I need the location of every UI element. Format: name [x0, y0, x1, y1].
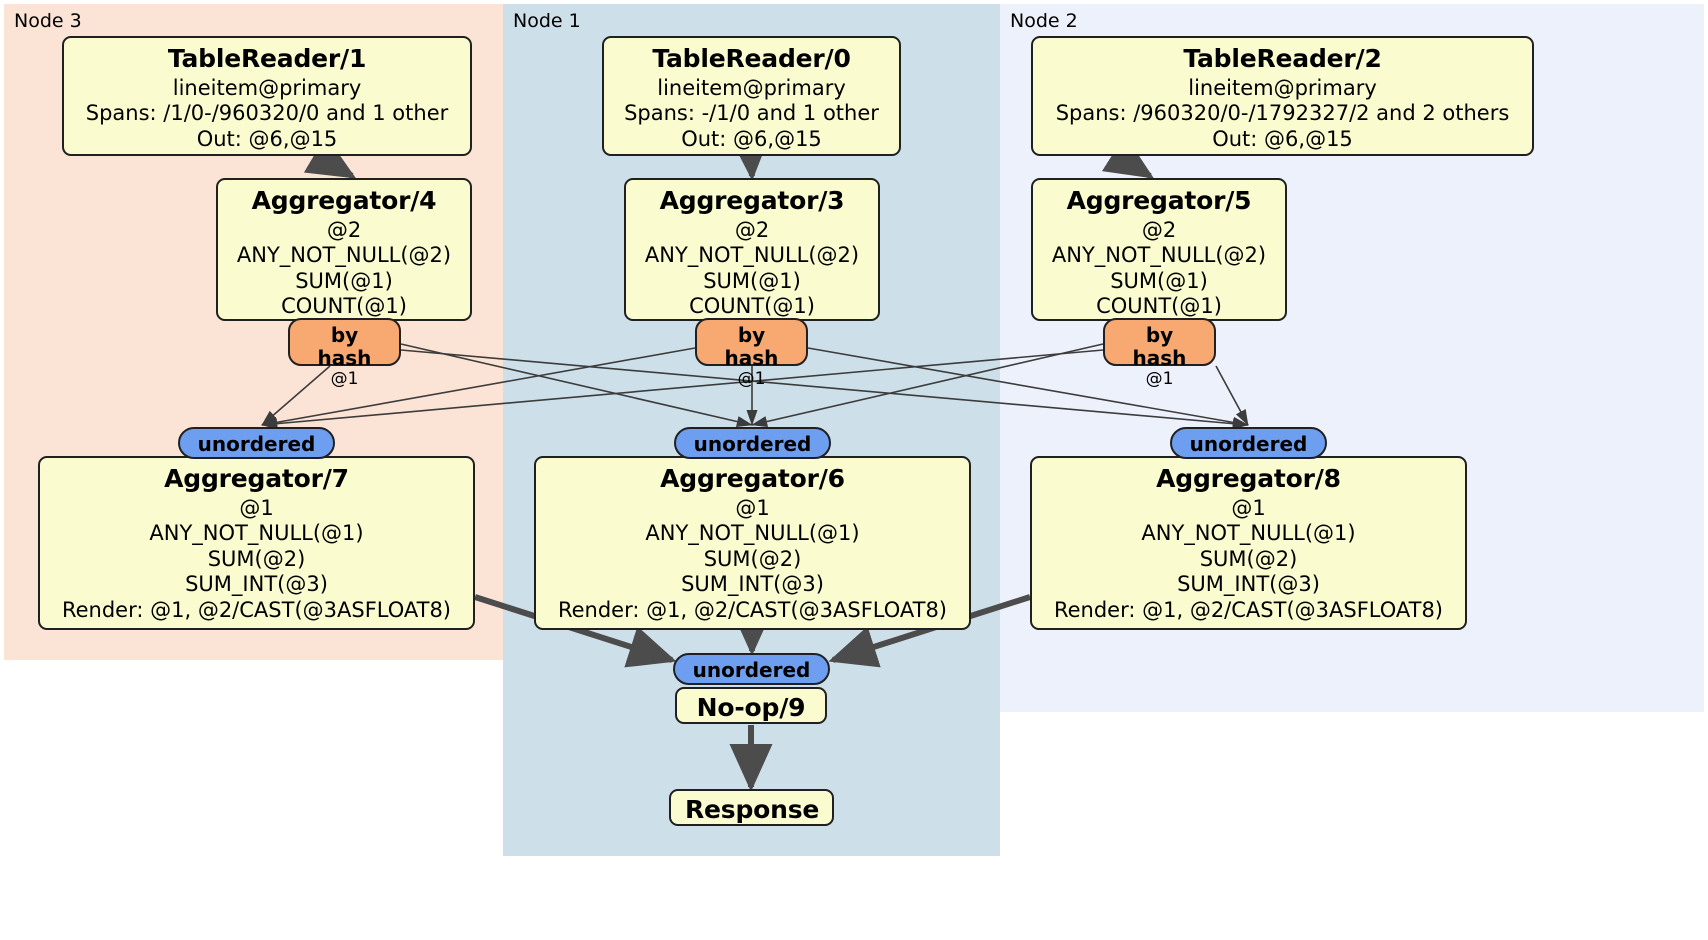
- badge-sublabel: @1: [330, 369, 359, 389]
- processor-detail-line: SUM_INT(@3): [681, 572, 824, 597]
- processor-detail-line: ANY_NOT_NULL(@2): [236, 243, 452, 268]
- processor-detail-line: @1: [735, 495, 770, 520]
- processor-title: No-op/9: [696, 693, 806, 722]
- processor-detail-line: ANY_NOT_NULL(@2): [1051, 243, 1267, 268]
- processor-detail-line: SUM(@2): [703, 546, 802, 571]
- processor-title: TableReader/0: [652, 44, 851, 73]
- unordered-stream-unordered7[interactable]: unordered: [178, 427, 335, 459]
- processor-detail-line: SUM(@1): [1110, 268, 1208, 293]
- processor-detail-line: SUM(@2): [1199, 546, 1298, 571]
- processor-detail-line: Spans: /960320/0-/1792327/2 and 2 others: [1055, 101, 1510, 126]
- processor-detail-line: Out: @6,@15: [681, 126, 822, 151]
- hash-router-hash5[interactable]: by hash@1: [1103, 318, 1216, 389]
- unordered-stream-unordered6[interactable]: unordered: [674, 427, 831, 459]
- badge-label: by hash: [1132, 323, 1187, 370]
- processor-title: Aggregator/3: [659, 186, 845, 215]
- badge-label: by hash: [724, 323, 779, 370]
- unordered-stream-unordered9[interactable]: unordered: [673, 653, 830, 685]
- hash-router-hash3[interactable]: by hash@1: [695, 318, 808, 389]
- processor-detail-line: Spans: -/1/0 and 1 other: [624, 101, 879, 126]
- processor-detail-line: COUNT(@1): [281, 294, 407, 319]
- badge-label: by hash: [317, 323, 372, 370]
- processor-detail-line: COUNT(@1): [1096, 294, 1222, 319]
- node-panel-label: Node 3: [14, 10, 82, 32]
- node-panel-label: Node 2: [1010, 10, 1078, 32]
- processor-detail-line: Out: @6,@15: [196, 126, 338, 151]
- badge-sublabel: @1: [737, 369, 766, 389]
- processor-detail-line: @1: [1231, 495, 1266, 520]
- processor-detail-line: @2: [1141, 217, 1177, 242]
- processor-detail-line: SUM(@2): [207, 546, 306, 571]
- processor-noop9[interactable]: No-op/9: [675, 687, 827, 724]
- processor-detail-line: SUM(@1): [295, 268, 393, 293]
- processor-detail-line: lineitem@primary: [657, 75, 846, 100]
- badge-label: unordered: [693, 432, 812, 456]
- processor-detail-line: SUM_INT(@3): [1177, 572, 1320, 597]
- processor-detail-line: @2: [326, 217, 362, 242]
- processor-title: Aggregator/4: [251, 186, 437, 215]
- badge-label: unordered: [1189, 432, 1308, 456]
- processor-detail-line: ANY_NOT_NULL(@1): [149, 521, 364, 546]
- badge-label: unordered: [197, 432, 316, 456]
- hash-router-hash4[interactable]: by hash@1: [288, 318, 401, 389]
- processor-detail-line: @1: [239, 495, 274, 520]
- processor-detail-line: lineitem@primary: [1188, 75, 1377, 100]
- processor-title: Aggregator/8: [1156, 464, 1341, 493]
- processor-title: Aggregator/7: [164, 464, 349, 493]
- node-panel-label: Node 1: [513, 10, 581, 32]
- processor-detail-line: Render: @1, @2/CAST(@3ASFLOAT8): [61, 597, 452, 622]
- processor-detail-line: Out: @6,@15: [1212, 126, 1353, 151]
- processor-title: Response: [685, 795, 820, 824]
- processor-title: Aggregator/5: [1066, 186, 1252, 215]
- badge-label: unordered: [692, 658, 811, 682]
- processor-title: Aggregator/6: [660, 464, 845, 493]
- unordered-stream-unordered8[interactable]: unordered: [1170, 427, 1327, 459]
- processor-detail-line: COUNT(@1): [689, 294, 815, 319]
- processor-detail-line: ANY_NOT_NULL(@1): [1141, 521, 1356, 546]
- processor-detail-line: ANY_NOT_NULL(@2): [644, 243, 860, 268]
- processor-detail-line: Render: @1, @2/CAST(@3ASFLOAT8): [557, 597, 948, 622]
- processor-title: TableReader/2: [1183, 44, 1382, 73]
- processor-detail-line: SUM_INT(@3): [185, 572, 328, 597]
- processor-detail-line: Spans: /1/0-/960320/0 and 1 other: [85, 101, 449, 126]
- processor-response[interactable]: Response: [669, 789, 834, 826]
- processor-detail-line: lineitem@primary: [172, 75, 362, 100]
- processor-detail-line: ANY_NOT_NULL(@1): [645, 521, 860, 546]
- processor-detail-line: SUM(@1): [703, 268, 801, 293]
- badge-sublabel: @1: [1145, 369, 1174, 389]
- processor-detail-line: Render: @1, @2/CAST(@3ASFLOAT8): [1053, 597, 1444, 622]
- processor-detail-line: @2: [734, 217, 770, 242]
- processor-title: TableReader/1: [167, 44, 367, 73]
